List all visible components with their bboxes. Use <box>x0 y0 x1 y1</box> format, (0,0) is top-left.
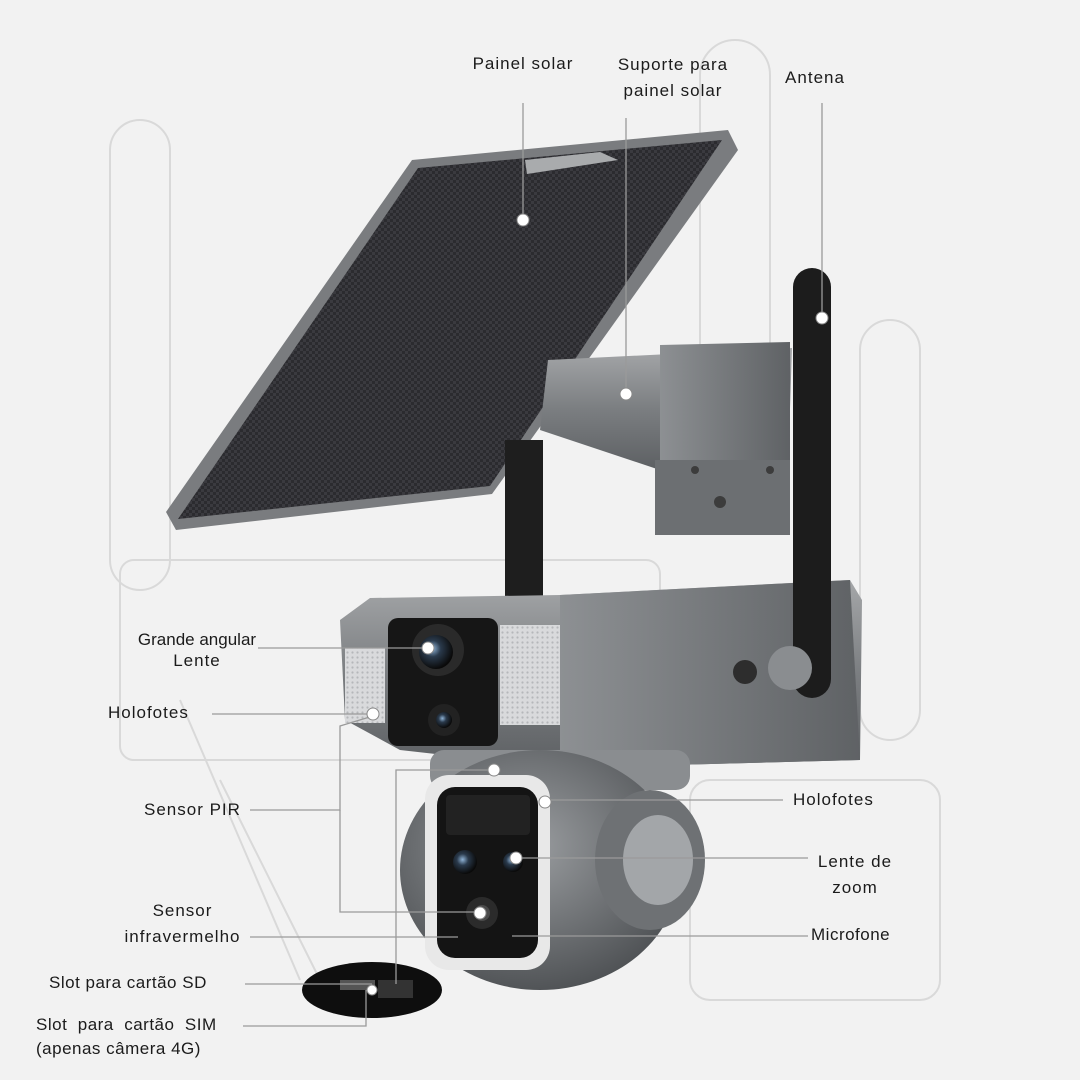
label-microphone: Microfone <box>811 925 891 944</box>
label-sim-slot-line1: Slot para cartão SIM <box>36 1015 217 1034</box>
pir-window <box>446 795 530 835</box>
label-panel-mount: Suporte para painel solar <box>598 52 748 104</box>
floodlight-top <box>500 625 560 725</box>
label-zoom-lens-line1: Lente de <box>817 852 893 871</box>
label-solar-panel: Painel solar <box>472 54 574 73</box>
ptz-head <box>400 750 705 990</box>
leader-lines <box>212 103 823 1027</box>
label-wide-angle-lens: Grande angular Lente <box>122 627 272 669</box>
label-panel-mount-line2: painel solar <box>623 81 723 100</box>
label-wide-angle-lens-line1: Grande angular <box>137 630 257 649</box>
camera-housing <box>340 580 862 768</box>
label-sim-slot-line2: (apenas câmera 4G) <box>36 1039 201 1058</box>
label-ir-sensor: Sensor infravermelho <box>110 898 255 950</box>
panel-stem <box>505 440 543 610</box>
label-ir-sensor-line1: Sensor <box>152 901 213 920</box>
label-ir-sensor-line2: infravermelho <box>124 927 241 946</box>
antenna <box>768 268 831 698</box>
label-antenna: Antena <box>785 68 845 87</box>
label-pir-sensor: Sensor PIR <box>144 800 241 819</box>
label-zoom-lens: Lente de zoom <box>800 849 910 901</box>
label-sim-slot: Slot para cartão SIM (apenas câmera 4G) <box>36 1013 217 1061</box>
label-zoom-lens-line2: zoom <box>832 878 878 897</box>
marker-dots <box>366 213 829 996</box>
label-floodlights-left: Holofotes <box>108 703 189 722</box>
solar-panel <box>166 130 738 530</box>
label-floodlights-right: Holofotes <box>793 790 874 809</box>
panel-mount <box>540 342 792 535</box>
label-sd-slot: Slot para cartão SD <box>49 973 207 992</box>
label-panel-mount-line1: Suporte para <box>617 55 729 74</box>
label-wide-angle-lens-line2: Lente <box>173 651 221 670</box>
